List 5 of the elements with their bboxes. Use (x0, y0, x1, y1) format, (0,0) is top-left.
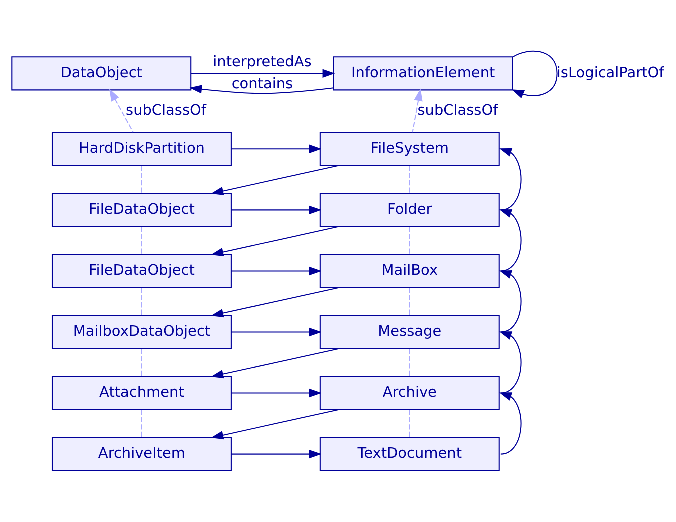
edge-label: subClassOf (126, 103, 207, 120)
edge-label: isLogicalPartOf (556, 65, 664, 82)
edge-label: contains (232, 76, 294, 92)
edge-label: interpretedAs (213, 54, 312, 71)
edge-label: subClassOf (418, 103, 498, 120)
